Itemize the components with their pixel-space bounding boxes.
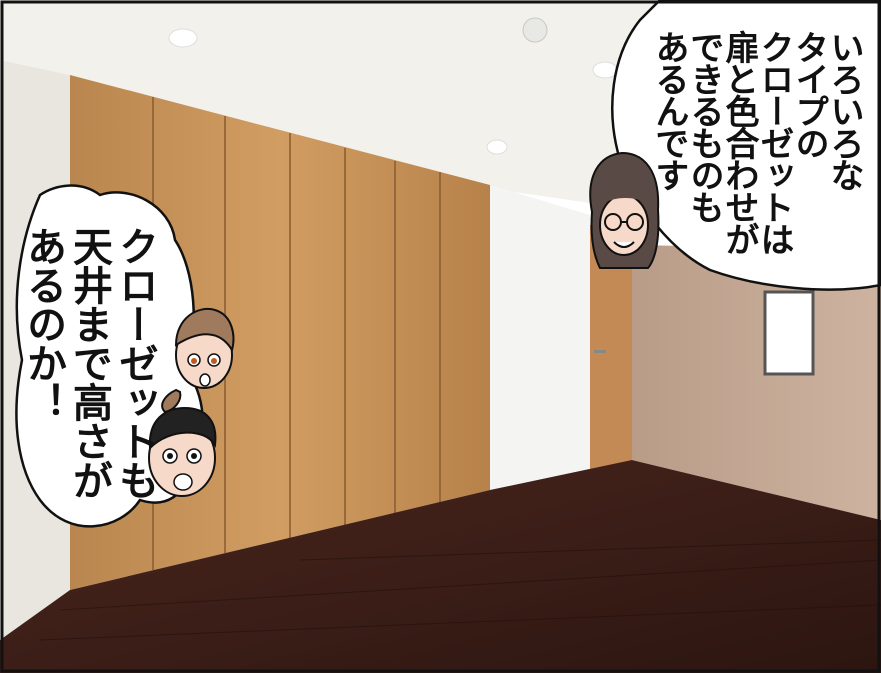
floor-planks [39, 539, 881, 641]
white-wall [490, 185, 590, 490]
ceiling-light [168, 28, 198, 48]
right-wall [632, 245, 881, 520]
woman-character [589, 151, 660, 269]
door-handle [594, 350, 606, 353]
door [590, 225, 632, 478]
smoke-detector [522, 17, 548, 43]
floor [0, 460, 881, 673]
right-speech-bubble [611, 0, 881, 291]
girl-character [161, 307, 235, 414]
ceiling-light [592, 61, 618, 79]
boy-character [148, 406, 217, 497]
woman-speech-text: いろいろな タイプの クローゼットは 扉と色合わせが できるものも あるんです [649, 30, 864, 254]
window [763, 290, 815, 376]
left-speech-text: クローゼットも 天井まで高さが あるのか！ [20, 226, 158, 499]
ceiling-light [486, 139, 508, 155]
